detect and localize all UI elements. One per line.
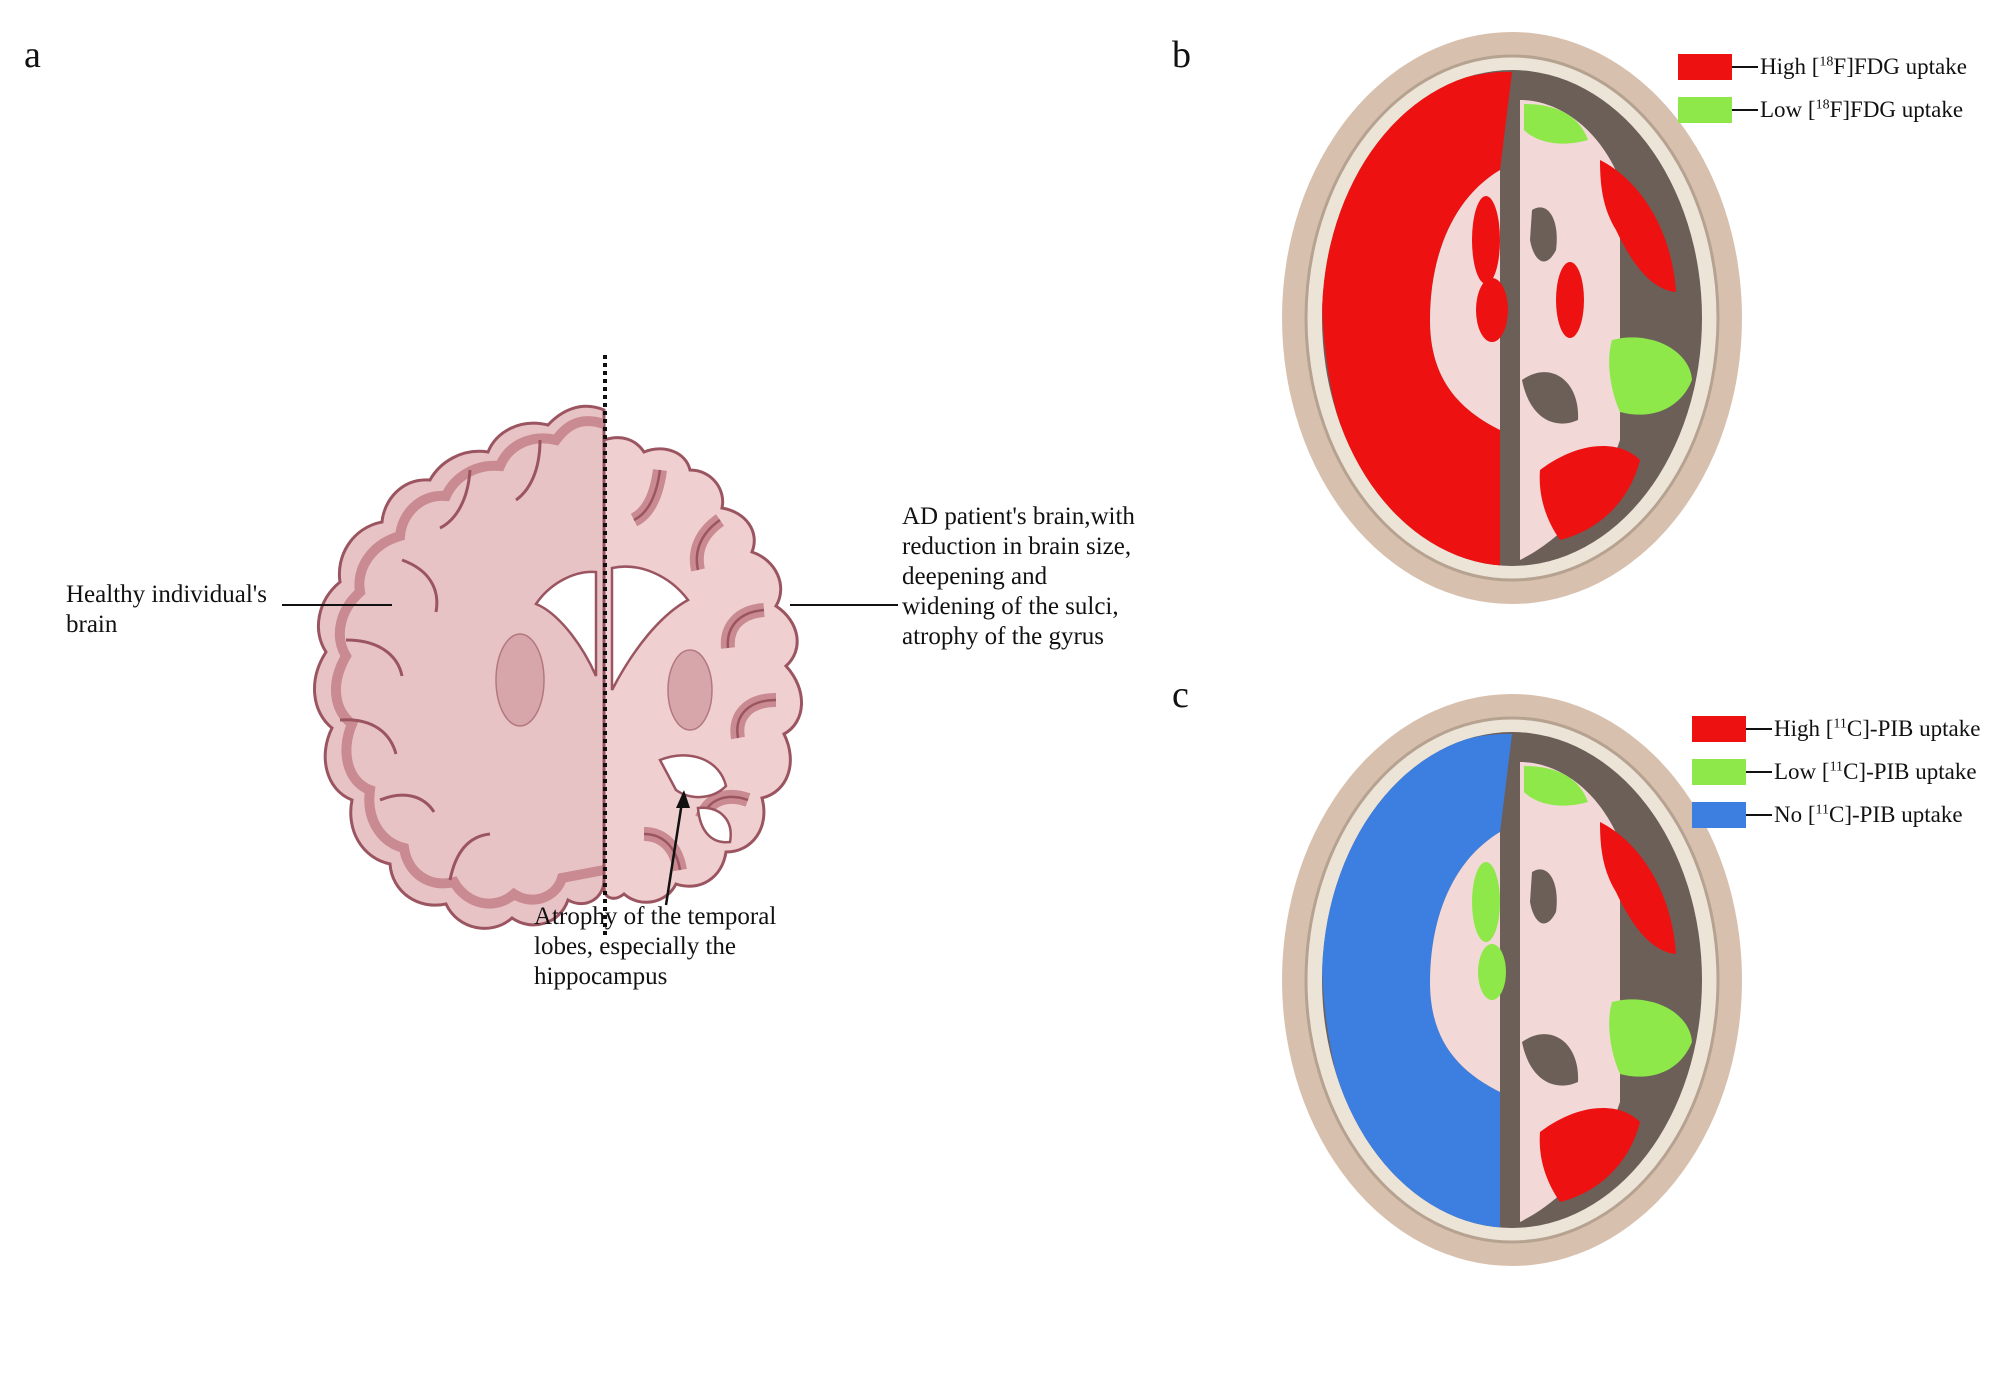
panel-letter-c: c — [1172, 674, 1189, 716]
region-low-frontal — [1524, 104, 1588, 144]
swatch-high-fdg — [1678, 54, 1732, 80]
swatch-high-pib — [1692, 716, 1746, 742]
swatch-low-fdg — [1678, 97, 1732, 123]
legend-text-low-pib: Low [11C]-PIB uptake — [1774, 759, 1977, 784]
label-healthy-brain: Healthy individual's brain — [66, 581, 268, 638]
axial-brain-pib — [1282, 694, 1742, 1266]
legend-dash — [1746, 814, 1772, 816]
temporal-arrow-head — [676, 790, 690, 808]
lateral-ventricle-right-enlarged — [610, 565, 690, 691]
axial-brain-fdg — [1282, 32, 1742, 604]
region-low-right-temporal-pib — [1609, 999, 1692, 1077]
legend-dash — [1746, 771, 1772, 773]
swatch-low-pib — [1692, 759, 1746, 785]
legend-fdg: High [18F]FDG uptake Low [18F]FDG uptake — [1678, 50, 1967, 136]
legend-dash — [1746, 728, 1772, 730]
lateral-ventricle-left — [534, 570, 598, 677]
region-high-right-occipital-pib — [1539, 1108, 1640, 1202]
legend-item-high-pib: High [11C]-PIB uptake — [1692, 712, 1980, 746]
panel-letter-b: b — [1172, 34, 1191, 76]
legend-dash — [1732, 109, 1758, 111]
legend-text-high-fdg: High [18F]FDG uptake — [1760, 54, 1967, 79]
legend-item-no-pib: No [11C]-PIB uptake — [1692, 798, 1980, 832]
label-temporal-atrophy: Atrophy of the temporal lobes, especiall… — [534, 903, 777, 990]
swatch-no-pib — [1692, 802, 1746, 828]
region-high-left-hemisphere — [1322, 71, 1512, 566]
legend-item-low-pib: Low [11C]-PIB uptake — [1692, 755, 1980, 789]
atrophied-hippocampus — [658, 754, 728, 799]
coronal-brain-section — [282, 355, 898, 935]
panel-letter-a: a — [24, 34, 41, 76]
region-low-right-temporal — [1609, 337, 1692, 415]
legend-item-low-fdg: Low [18F]FDG uptake — [1678, 93, 1967, 127]
region-high-right-frontal — [1600, 160, 1676, 292]
region-high-right-frontal-pib — [1600, 822, 1676, 954]
region-no-left-hemisphere — [1322, 733, 1512, 1228]
legend-pib: High [11C]-PIB uptake Low [11C]-PIB upta… — [1692, 712, 1980, 841]
region-high-right-occipital — [1539, 446, 1640, 540]
legend-text-no-pib: No [11C]-PIB uptake — [1774, 802, 1963, 827]
legend-item-high-fdg: High [18F]FDG uptake — [1678, 50, 1967, 84]
legend-text-high-pib: High [11C]-PIB uptake — [1774, 716, 1981, 741]
legend-text-low-fdg: Low [18F]FDG uptake — [1760, 97, 1964, 122]
legend-dash — [1732, 66, 1758, 68]
label-ad-brain: AD patient's brain,with reduction in bra… — [902, 503, 1135, 650]
region-low-frontal-pib — [1524, 766, 1588, 806]
temporal-arrow-line — [664, 801, 684, 906]
